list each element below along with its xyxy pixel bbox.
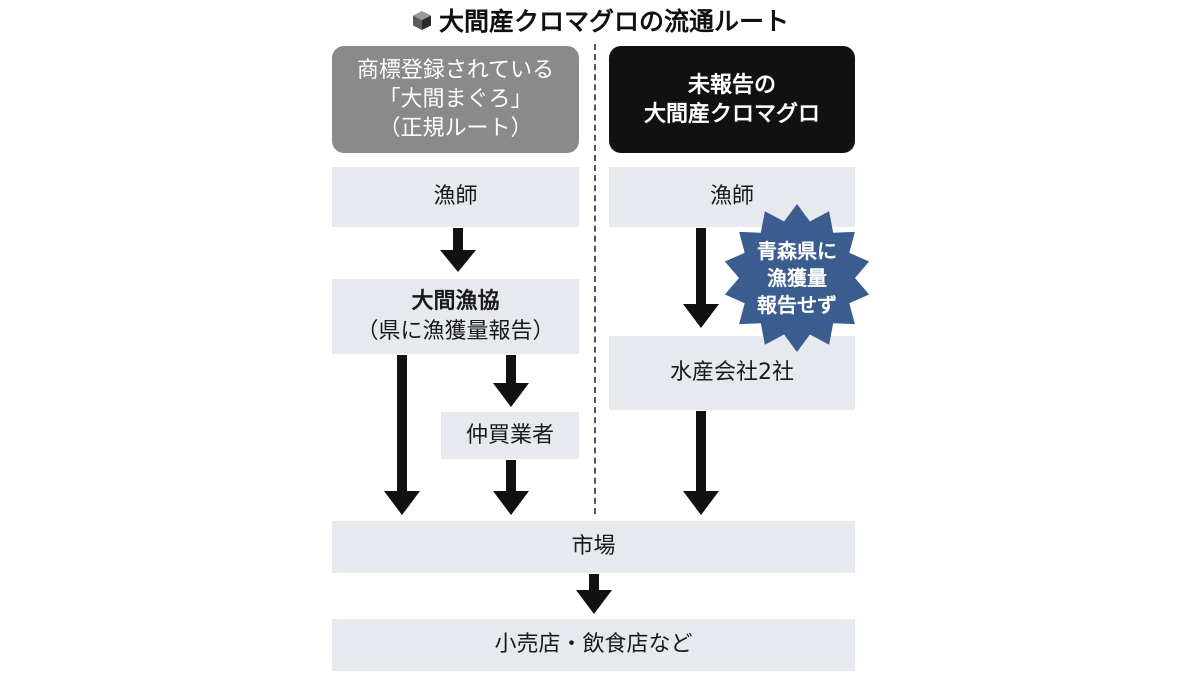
unreported-route-header-line: 大間産クロマグロ	[643, 101, 820, 127]
unreported-badge-text: 青森県に 漁獲量 報告せず	[722, 203, 872, 353]
route-divider	[594, 44, 596, 514]
oma-fishery-coop-label: 大間漁協	[411, 288, 500, 314]
title-text: 大間産クロマグロの流通ルート	[438, 7, 789, 36]
official-route-header-line: （正規ルート）	[378, 116, 533, 141]
badge-line: 漁獲量	[767, 265, 827, 290]
market-box: 市場	[332, 521, 855, 573]
arrow-broker-to-market	[493, 460, 529, 515]
oma-fishery-coop-note: （県に漁獲量報告）	[356, 318, 555, 344]
official-route-header: 商標登録されている 「大間まぐろ」 （正規ルート）	[332, 46, 579, 153]
arrow-fisher-to-coop	[440, 228, 476, 272]
arrow-companies-to-market	[683, 411, 719, 515]
oma-fishery-coop-box: 大間漁協 （県に漁獲量報告）	[332, 279, 579, 354]
arrow-coop-to-broker	[493, 355, 529, 407]
official-route-header-line: 商標登録されている	[356, 58, 555, 83]
right-fisher-label: 漁師	[709, 184, 754, 209]
market-label: 市場	[571, 534, 616, 559]
arrow-coop-to-market	[384, 355, 420, 515]
badge-line: 報告せず	[757, 292, 837, 317]
starburst-badge	[724, 204, 870, 352]
left-fisher-label: 漁師	[433, 184, 478, 209]
unreported-route-header-line: 未報告の	[687, 72, 776, 98]
seafood-companies-label: 水産会社2社	[670, 360, 794, 385]
seafood-companies-box: 水産会社2社	[609, 336, 855, 410]
official-route-header-line: 「大間まぐろ」	[378, 87, 533, 112]
broker-label: 仲買業者	[465, 422, 554, 448]
left-fisher-box: 漁師	[332, 167, 579, 227]
unreported-route-header: 未報告の 大間産クロマグロ	[609, 46, 855, 153]
retail-label: 小売店・飲食店など	[494, 632, 693, 657]
diagram-title: 大間産クロマグロの流通ルート	[340, 4, 860, 36]
arrow-market-to-retail	[576, 574, 612, 614]
retail-box: 小売店・飲食店など	[332, 619, 855, 671]
cube-icon	[412, 11, 431, 30]
right-fisher-box: 漁師	[609, 167, 855, 227]
broker-box: 仲買業者	[441, 412, 579, 459]
badge-line: 青森県に	[757, 238, 837, 263]
arrow-fisher-to-companies	[683, 228, 719, 328]
